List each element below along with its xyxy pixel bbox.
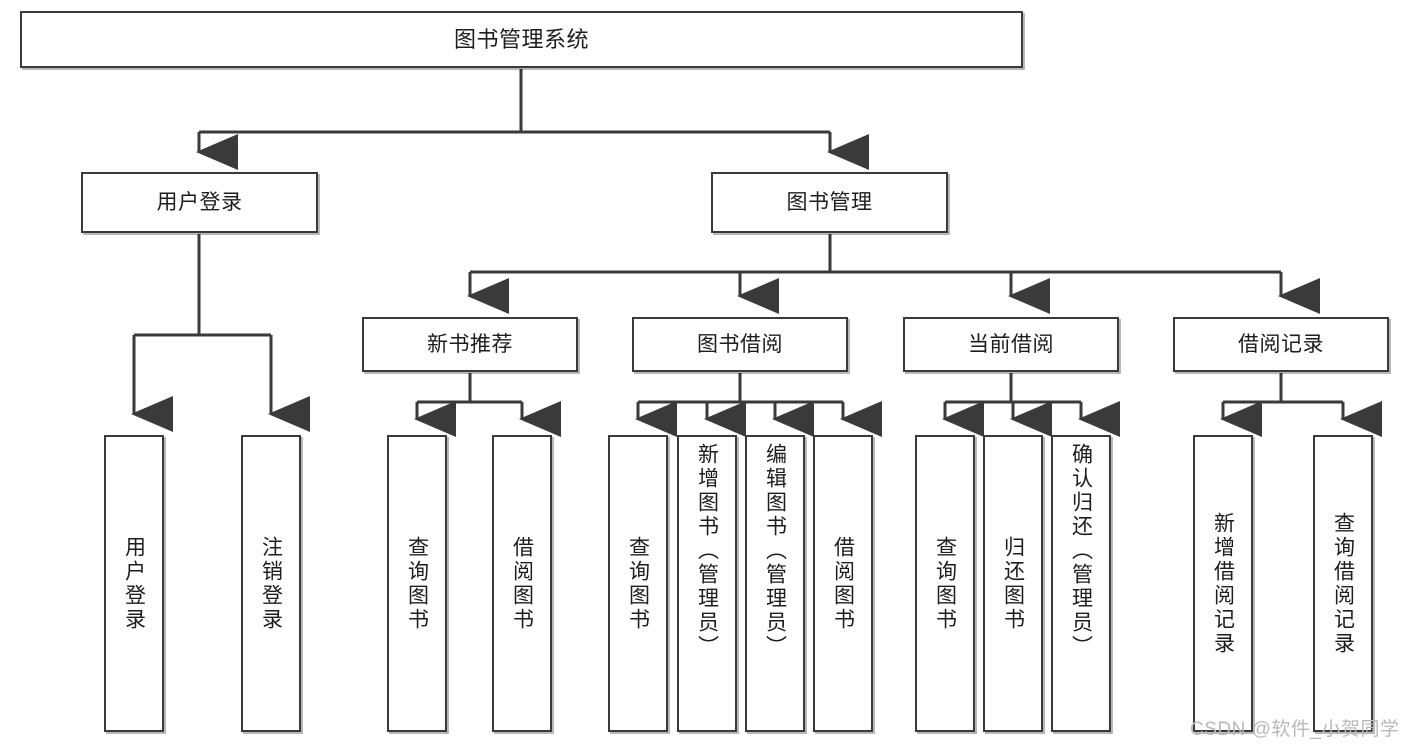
leaf-borrow-add-book-admin[interactable]: 新增图书（管理员） xyxy=(677,435,737,732)
node-label: 用户登录 xyxy=(156,191,243,214)
node-label: 用户登录 xyxy=(122,535,146,632)
node-label: 注销登录 xyxy=(259,535,283,632)
leaf-current-return-book[interactable]: 归还图书 xyxy=(983,435,1043,732)
node-label: 查询图书 xyxy=(405,535,429,632)
node-label: 查询图书 xyxy=(933,535,957,632)
node-label: 编辑图书（管理员） xyxy=(763,443,787,659)
node-current-borrow[interactable]: 当前借阅 xyxy=(903,317,1119,372)
node-label: 图书管理系统 xyxy=(453,26,589,52)
node-label: 查询图书 xyxy=(626,535,650,632)
node-label: 新增图书（管理员） xyxy=(695,443,719,659)
leaf-recommend-borrow-book[interactable]: 借阅图书 xyxy=(492,435,552,732)
node-root-system[interactable]: 图书管理系统 xyxy=(20,11,1023,68)
leaf-current-query-book[interactable]: 查询图书 xyxy=(915,435,975,732)
node-user-login[interactable]: 用户登录 xyxy=(81,172,318,233)
leaf-borrow-borrow-book[interactable]: 借阅图书 xyxy=(813,435,873,732)
leaf-user-login-logout[interactable]: 注销登录 xyxy=(241,435,301,732)
node-label: 当前借阅 xyxy=(968,333,1054,356)
leaf-record-add-record[interactable]: 新增借阅记录 xyxy=(1193,435,1253,732)
leaf-borrow-query-book[interactable]: 查询图书 xyxy=(608,435,668,732)
node-label: 归还图书 xyxy=(1001,535,1025,632)
leaf-current-confirm-return-admin[interactable]: 确认归还（管理员） xyxy=(1051,435,1111,732)
node-book-borrow[interactable]: 图书借阅 xyxy=(632,317,848,372)
leaf-user-login-login[interactable]: 用户登录 xyxy=(104,435,164,732)
node-label: 借阅图书 xyxy=(831,535,855,632)
node-book-management[interactable]: 图书管理 xyxy=(711,172,948,233)
node-label: 新书推荐 xyxy=(427,333,513,356)
node-label: 查询借阅记录 xyxy=(1331,511,1355,656)
leaf-borrow-edit-book-admin[interactable]: 编辑图书（管理员） xyxy=(745,435,805,732)
node-label: 图书管理 xyxy=(786,191,873,214)
node-label: 借阅记录 xyxy=(1238,333,1324,356)
node-new-book-recommend[interactable]: 新书推荐 xyxy=(362,317,578,372)
leaf-recommend-query-book[interactable]: 查询图书 xyxy=(387,435,447,732)
leaf-record-query-record[interactable]: 查询借阅记录 xyxy=(1313,435,1373,732)
node-borrow-record[interactable]: 借阅记录 xyxy=(1173,317,1389,372)
node-label: 借阅图书 xyxy=(510,535,534,632)
node-label: 图书借阅 xyxy=(697,333,783,356)
node-label: 新增借阅记录 xyxy=(1211,511,1235,656)
node-label: 确认归还（管理员） xyxy=(1069,443,1093,659)
csdn-watermark: CSDN @软件_小贺同学 xyxy=(1190,719,1400,740)
